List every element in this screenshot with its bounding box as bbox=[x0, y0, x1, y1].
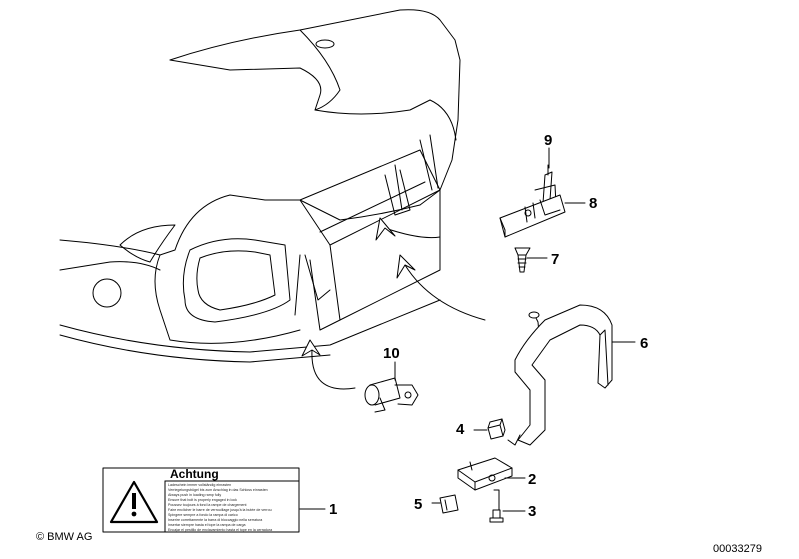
warning-line: Encajar el pestillo de enclavamiento has… bbox=[168, 528, 272, 532]
part-10-lock-cylinder bbox=[364, 377, 419, 413]
callout-7: 7 bbox=[551, 251, 559, 268]
diagram-number: 00033279 bbox=[713, 543, 762, 555]
warning-line: Faire enclicher le barre de verrouillage… bbox=[168, 508, 272, 512]
part-7-screw bbox=[514, 247, 531, 273]
warning-line: Inserire correttamente la barra di blocc… bbox=[168, 518, 262, 522]
callout-10: 10 bbox=[383, 345, 400, 362]
part-6-locking-bar bbox=[507, 304, 613, 446]
copyright: © BMW AG bbox=[36, 531, 92, 543]
callout-6: 6 bbox=[640, 335, 648, 352]
warning-line: Verriegelungsbügel bis zum Anschlag in d… bbox=[168, 488, 268, 492]
warning-line: Ladeschein immer vollständig einrasten bbox=[168, 483, 231, 487]
warning-label-text: Ladeschein immer vollständig einrasten V… bbox=[168, 483, 272, 532]
callout-5: 5 bbox=[414, 496, 422, 513]
callout-9: 9 bbox=[544, 132, 552, 149]
warning-line: Insertar siempre hasta el tope la rampa … bbox=[168, 523, 246, 527]
part-4-clip bbox=[487, 418, 506, 440]
insertion-arrows bbox=[301, 217, 486, 390]
warning-line: Always push in loading ramp fully bbox=[168, 493, 221, 497]
callout-1: 1 bbox=[329, 501, 337, 518]
part-2-catch bbox=[457, 457, 513, 491]
callout-3: 3 bbox=[528, 503, 536, 520]
part-3-bolt bbox=[489, 489, 504, 523]
leader-lines bbox=[299, 147, 636, 512]
vehicle-rear-body bbox=[59, 9, 461, 363]
warning-line: Ensure that bolt is properly engaged in … bbox=[168, 498, 237, 502]
exclamation-icon bbox=[131, 493, 137, 517]
part-8-bracket bbox=[499, 194, 566, 238]
callout-4: 4 bbox=[456, 421, 465, 438]
part-5-clip bbox=[439, 494, 459, 514]
warning-label-heading: Achtung bbox=[170, 467, 219, 481]
warning-line: Poussez toujours à fond la rampe de char… bbox=[168, 503, 247, 507]
callout-2: 2 bbox=[528, 471, 536, 488]
callout-8: 8 bbox=[589, 195, 597, 212]
warning-line: Spingere sempre a fondo la rampa di cari… bbox=[168, 513, 238, 517]
